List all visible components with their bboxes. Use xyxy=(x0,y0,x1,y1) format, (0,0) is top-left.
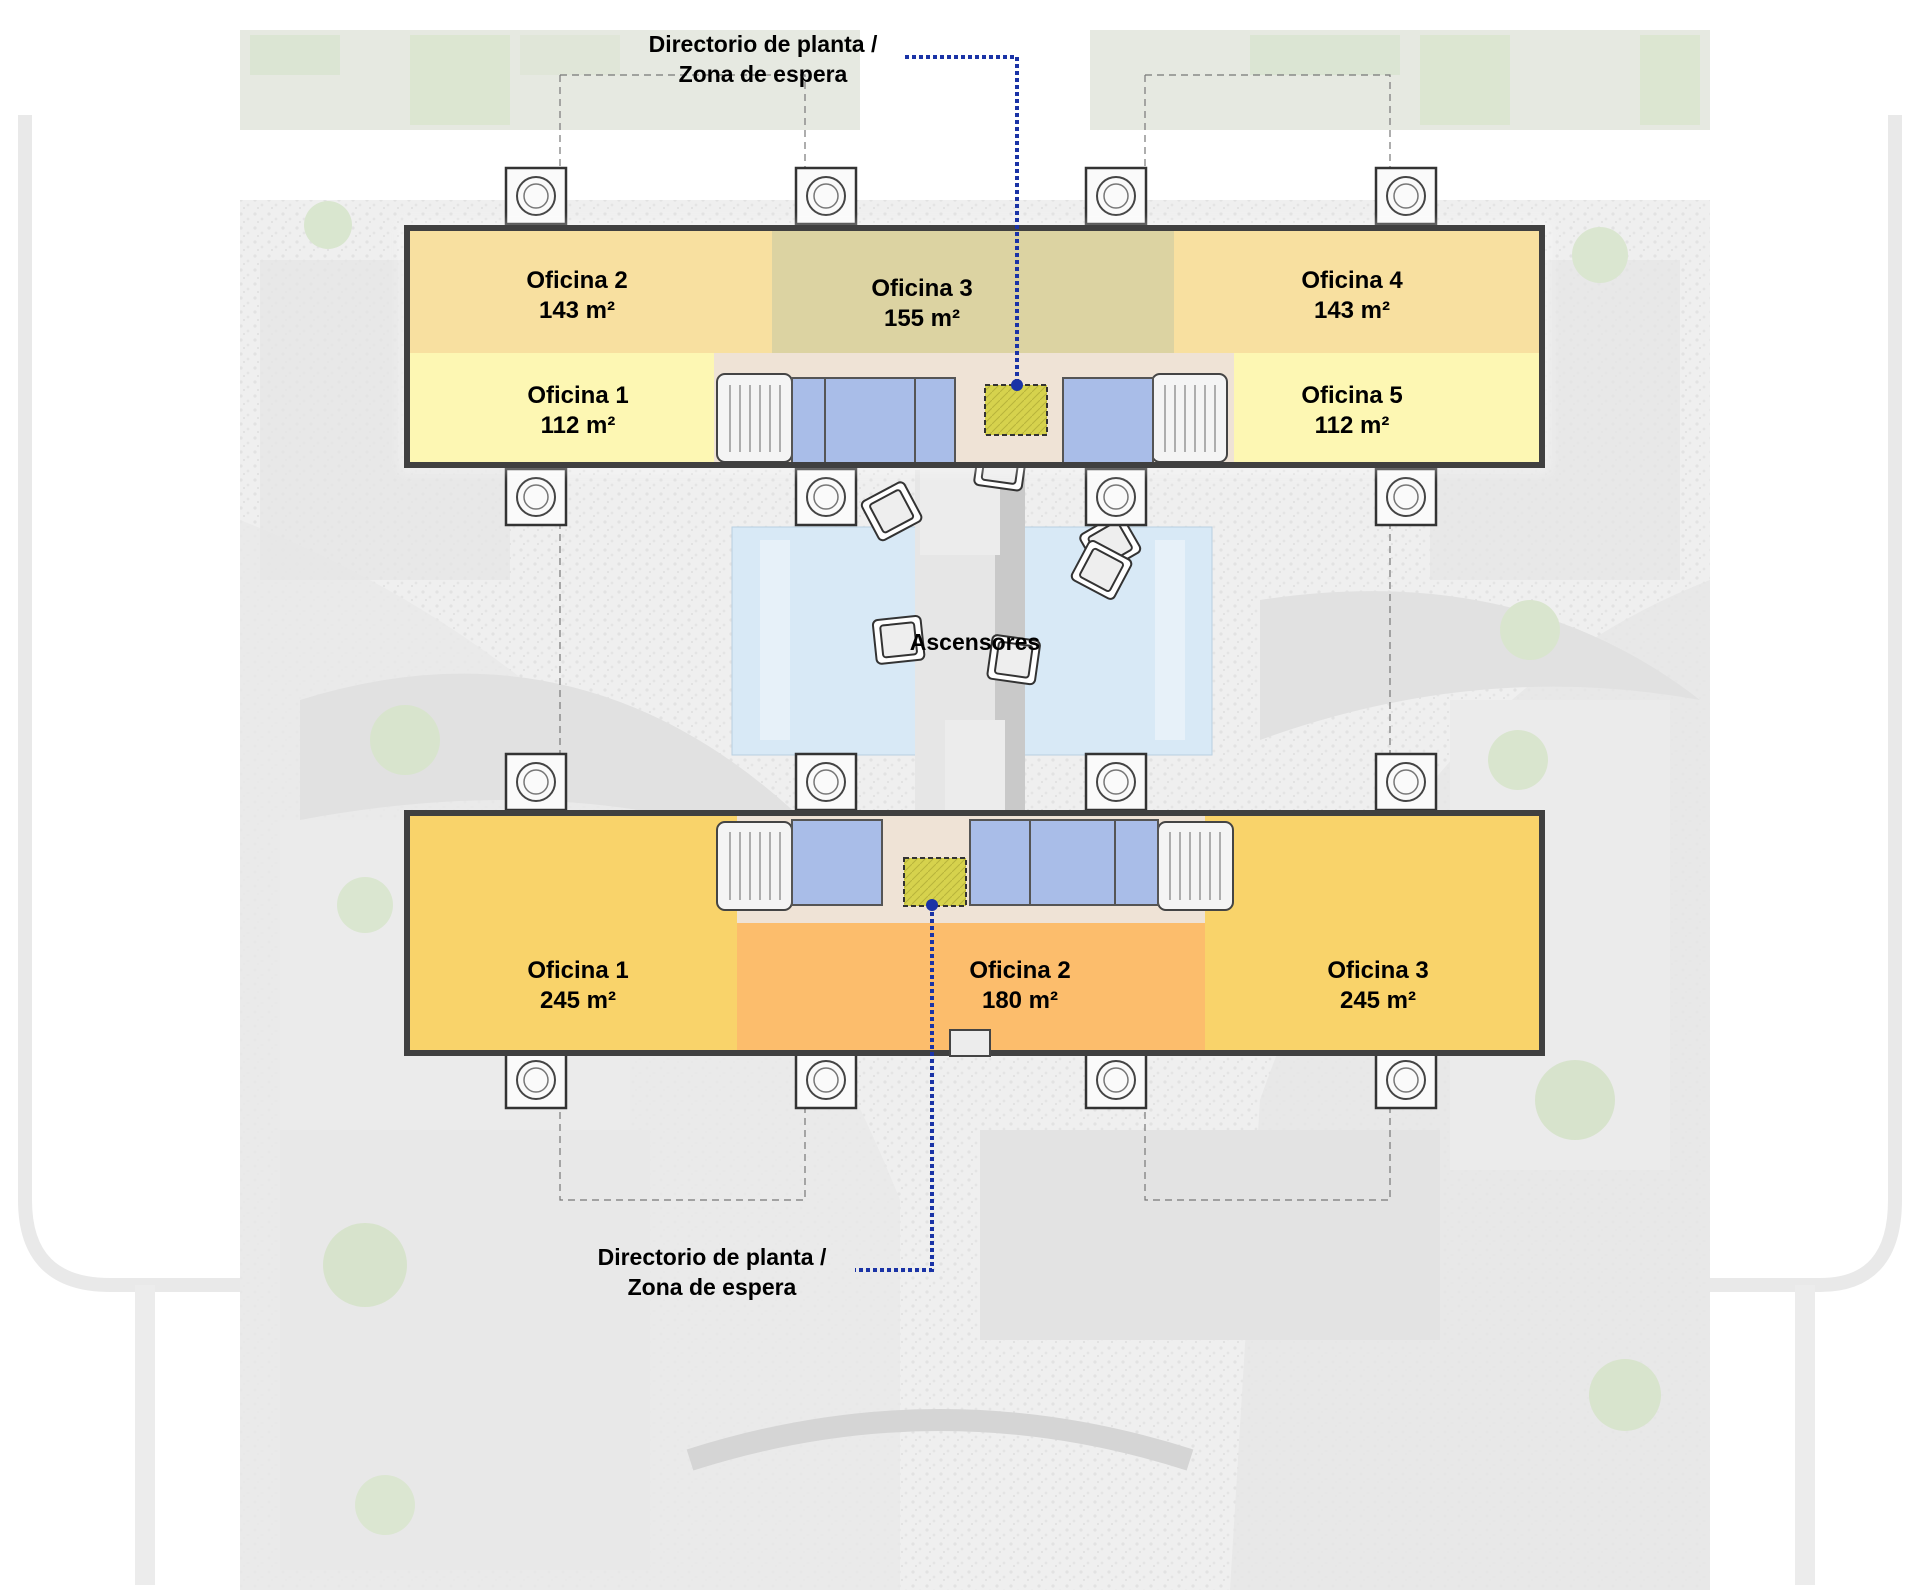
lower-callout: Directorio de planta / Zona de espera xyxy=(598,899,938,1300)
column-pier xyxy=(1374,752,1438,812)
upper-room-oficina-5 xyxy=(1234,353,1542,465)
upper-directory-waiting-area xyxy=(984,384,1048,436)
lower-wing: Oficina 1 245 m² Oficina 2 180 m² Oficin… xyxy=(404,810,1545,1057)
upper-oficina-3-name: Oficina 3 xyxy=(871,275,972,302)
column-pier xyxy=(794,166,858,226)
upper-callout-line-2: Zona de espera xyxy=(679,61,848,87)
elevator-cab-3 xyxy=(871,614,926,665)
column-pier xyxy=(1374,467,1438,527)
elevator-cab-4 xyxy=(986,634,1041,686)
lower-oficina-2-name: Oficina 2 xyxy=(969,957,1070,984)
column-pier xyxy=(1084,467,1148,527)
column-pier xyxy=(504,467,568,527)
column-pier xyxy=(794,752,858,812)
upper-oficina-1-area: 112 m² xyxy=(541,412,616,439)
upper-oficina-5-area: 112 m² xyxy=(1315,412,1390,439)
elevator-cab-2 xyxy=(860,481,923,542)
lower-oficina-3-area: 245 m² xyxy=(1340,987,1416,1014)
lower-callout-line-2: Zona de espera xyxy=(628,1274,797,1300)
upper-oficina-4-area: 143 m² xyxy=(1314,297,1390,324)
lower-callout-line-1: Directorio de planta / xyxy=(598,1244,827,1270)
lower-directory-waiting-area xyxy=(903,857,967,907)
upper-callout: Directorio de planta / Zona de espera xyxy=(649,31,1023,391)
column-pier xyxy=(1084,166,1148,226)
upper-oficina-1-name: Oficina 1 xyxy=(527,382,628,409)
upper-room-oficina-3 xyxy=(772,228,1174,353)
lower-service-rooms xyxy=(791,819,1159,906)
upper-stair-left xyxy=(716,373,793,463)
lower-room-oficina-3 xyxy=(1205,813,1542,1053)
lower-stair-right xyxy=(1157,821,1234,911)
upper-oficina-2-name: Oficina 2 xyxy=(526,267,627,294)
upper-room-oficina-2 xyxy=(407,228,772,353)
upper-oficina-4-name: Oficina 4 xyxy=(1301,267,1403,294)
upper-oficina-3-area: 155 m² xyxy=(884,305,960,332)
lower-oficina-3-name: Oficina 3 xyxy=(1327,957,1428,984)
lower-oficina-1-area: 245 m² xyxy=(540,987,616,1014)
column-pier xyxy=(504,752,568,812)
lower-oficina-2-area: 180 m² xyxy=(982,987,1058,1014)
upper-room-labels: Oficina 2 143 m² Oficina 3 155 m² Oficin… xyxy=(526,267,1403,439)
column-pier xyxy=(1084,1050,1148,1110)
lower-stair-left xyxy=(716,821,793,911)
upper-room-oficina-4 xyxy=(1174,228,1542,353)
upper-wing: Oficina 2 143 m² Oficina 3 155 m² Oficin… xyxy=(400,222,1550,472)
column-piers xyxy=(504,166,1438,1110)
column-pier xyxy=(1084,752,1148,812)
elevator-core: Ascensores xyxy=(860,440,1142,686)
column-pier xyxy=(794,467,858,527)
upper-oficina-5-name: Oficina 5 xyxy=(1301,382,1402,409)
core-label: Ascensores xyxy=(910,629,1040,655)
column-pier xyxy=(504,166,568,226)
lower-room-labels: Oficina 1 245 m² Oficina 2 180 m² Oficin… xyxy=(527,957,1428,1014)
upper-callout-line-1: Directorio de planta / xyxy=(649,31,878,57)
column-pier xyxy=(794,1050,858,1110)
column-pier xyxy=(504,1050,568,1110)
lower-room-oficina-1 xyxy=(407,813,737,1053)
lower-oficina-1-name: Oficina 1 xyxy=(527,957,628,984)
column-pier xyxy=(1374,166,1438,226)
upper-service-rooms xyxy=(791,377,1154,464)
lower-entrance xyxy=(949,1029,991,1057)
elevator-cab-6 xyxy=(1070,540,1133,600)
upper-room-oficina-1 xyxy=(407,353,714,465)
upper-oficina-2-area: 143 m² xyxy=(539,297,615,324)
column-pier xyxy=(1374,1050,1438,1110)
upper-stair-right xyxy=(1151,373,1228,463)
